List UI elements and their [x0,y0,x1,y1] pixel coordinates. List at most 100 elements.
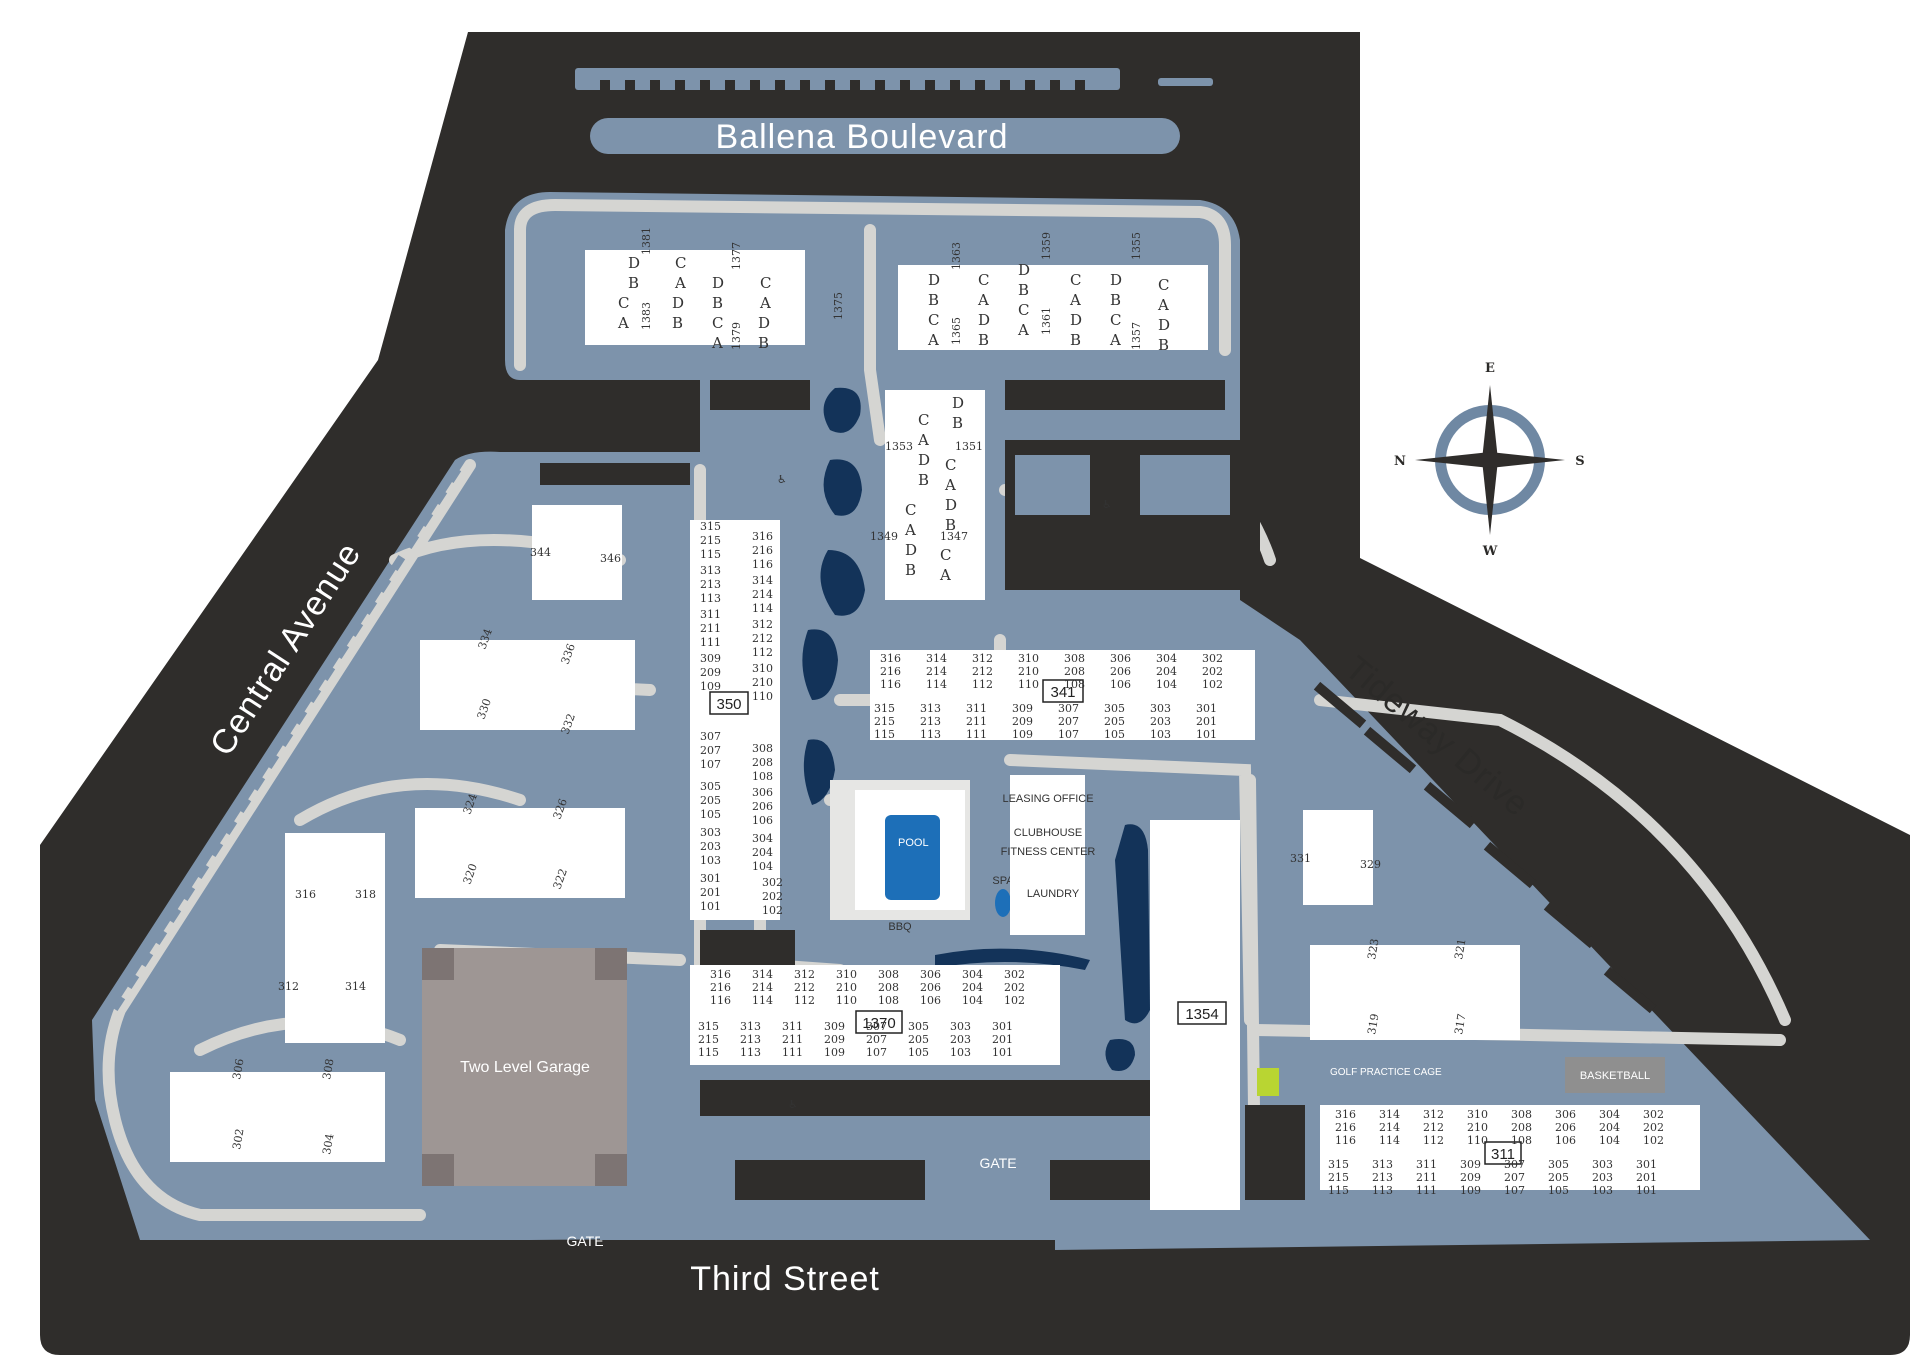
svg-text:D: D [712,274,724,292]
svg-text:A: A [674,274,686,292]
gate-center-label: GATE [979,1155,1016,1171]
unit-number: 103 [1592,1184,1613,1197]
unit-number: 316 [710,968,731,981]
svg-text:305: 305 [700,780,721,793]
unit-number: 105 [1548,1184,1569,1197]
street-ballena-boulevard: Ballena Boulevard [716,118,1009,156]
unit-number: 114 [1379,1134,1400,1147]
svg-text:D: D [758,314,770,332]
unit-number: 307 [1504,1158,1525,1171]
townhome-number: 321 [1452,938,1468,961]
unit-number: 304 [1156,652,1177,665]
building-311: 311 [1320,1105,1700,1190]
svg-text:C: C [1070,271,1081,289]
spa [995,889,1011,917]
svg-text:104: 104 [752,860,773,873]
svg-text:106: 106 [752,814,773,827]
unit-number: 105 [1104,728,1125,741]
unit-number: 208 [878,981,899,994]
svg-text:114: 114 [752,602,773,615]
townhome-number: 317 [1452,1013,1468,1036]
fitness-center-label: FITNESS CENTER [1001,846,1096,858]
building-350: 350 [690,520,780,920]
unit-number: 302 [1202,652,1223,665]
svg-text:304: 304 [752,832,773,845]
unit-number: 311 [782,1020,803,1033]
svg-text:116: 116 [752,558,773,571]
basketball-court [1565,1057,1665,1093]
south-parking-strip [600,1222,1835,1240]
unit-number: 115 [1328,1184,1349,1197]
street-third-street: Third Street [690,1260,880,1298]
svg-text:D: D [672,294,684,312]
svg-text:313: 313 [700,564,721,577]
svg-text:B: B [672,314,683,332]
unit-number: 201 [1196,715,1217,728]
unit-number: 210 [1018,665,1039,678]
svg-text:110: 110 [752,690,773,703]
townhome-number: 1355 [1130,232,1143,260]
unit-number: 309 [1012,702,1033,715]
unit-number: 305 [1548,1158,1569,1171]
unit-number: 309 [824,1020,845,1033]
unit-number: 203 [950,1033,971,1046]
building-350-units-right: 316 216 116 314 214 114 312 212 112 310 … [752,530,783,917]
north-parking-strip-small [1158,78,1213,86]
townhome-number: 1377 [730,242,743,270]
gate-south-label: GATE [566,1233,603,1249]
unit-number: 109 [1012,728,1033,741]
svg-text:209: 209 [700,666,721,679]
unit-number: 202 [1202,665,1223,678]
svg-text:303: 303 [700,826,721,839]
unit-number: 205 [908,1033,929,1046]
svg-text:C: C [945,456,956,474]
svg-text:D: D [905,541,917,559]
unit-number: 304 [1599,1108,1620,1121]
unit-number: 113 [1372,1184,1393,1197]
unit-number: 108 [1064,678,1085,691]
svg-text:215: 215 [700,534,721,547]
unit-number: 201 [992,1033,1013,1046]
townhome-number: 323 [1365,938,1381,961]
leasing-office-label: LEASING OFFICE [1002,793,1093,805]
west-parking-dashes [110,466,462,1012]
unit-number: 215 [698,1033,719,1046]
svg-text:B: B [952,414,963,432]
svg-text:C: C [978,271,989,289]
spa-label: SPA [992,875,1014,887]
svg-text:C: C [618,294,629,312]
svg-text:B: B [1018,281,1029,299]
svg-text:B: B [978,331,989,349]
townhome-number: 1381 [640,227,653,255]
svg-text:D: D [928,271,940,289]
svg-text:B: B [758,334,769,352]
unit-number: 106 [920,994,941,1007]
unit-number: 216 [1335,1121,1356,1134]
townhome-number: 1379 [730,322,743,350]
unit-number: 116 [710,994,731,1007]
unit-number: 116 [1335,1134,1356,1147]
unit-number: 212 [1423,1121,1444,1134]
unit-number: 110 [1467,1134,1488,1147]
svg-text:B: B [1110,291,1121,309]
unit-number: 107 [1058,728,1079,741]
unit-number: 106 [1555,1134,1576,1147]
townhome-number: 304 [320,1133,336,1156]
townhome-number: 1383 [640,302,653,330]
unit-number: 213 [920,715,941,728]
svg-text:C: C [905,501,916,519]
unit-number: 110 [1018,678,1039,691]
unit-number: 207 [1504,1171,1525,1184]
unit-number: 103 [950,1046,971,1059]
svg-text:316: 316 [752,530,773,543]
svg-text:A: A [1157,296,1169,314]
unit-number: 115 [874,728,895,741]
unit-number: 311 [966,702,987,715]
townhome-number: 302 [230,1128,246,1151]
svg-text:312: 312 [752,618,773,631]
svg-text:A: A [617,314,629,332]
townhome-block-center: D B C A D B C A D B C A D B C A [885,390,985,600]
unit-number: 208 [1064,665,1085,678]
unit-number: 107 [866,1046,887,1059]
